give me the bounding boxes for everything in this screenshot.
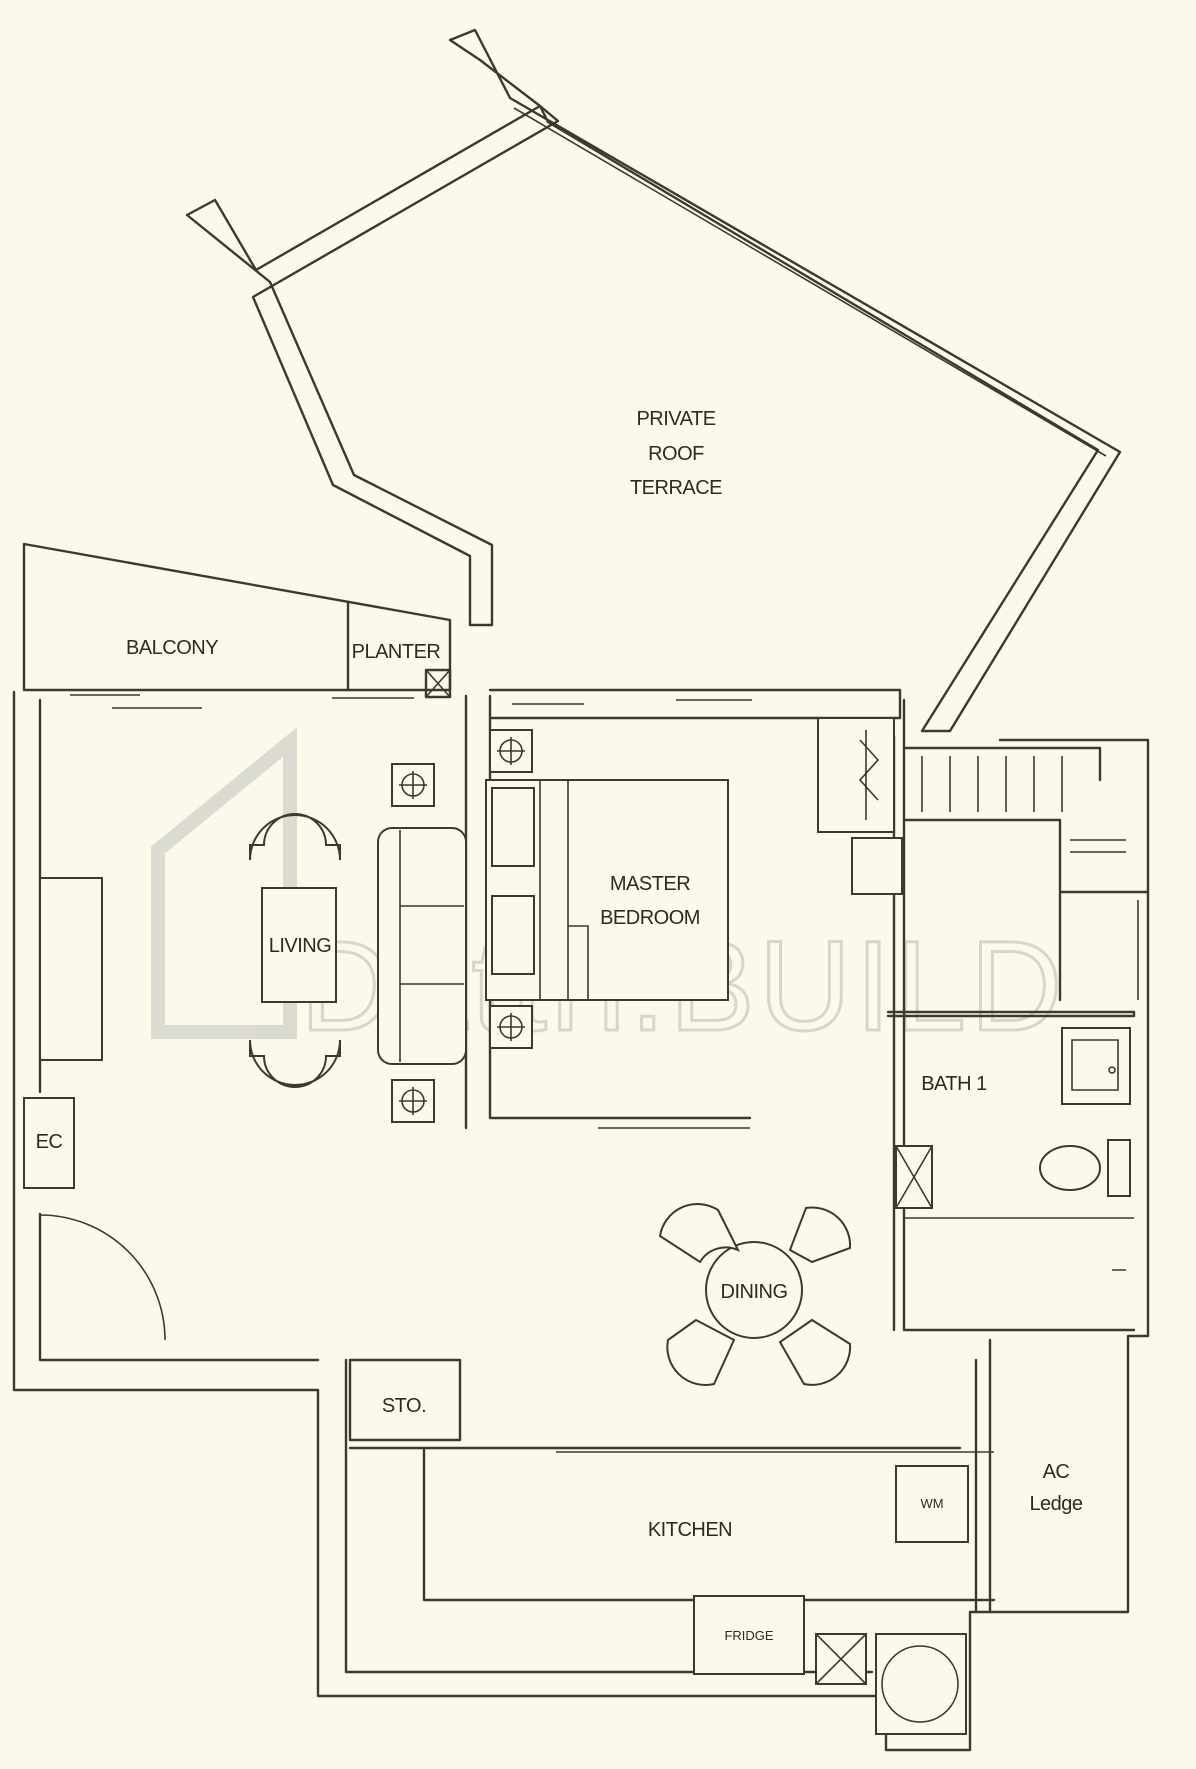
balcony-area <box>22 542 452 699</box>
dining-chair-1 <box>658 1203 741 1264</box>
bedroom-furniture <box>485 717 903 1049</box>
label-master-1: MASTER <box>610 873 690 895</box>
label-roof-terrace-2: ROOF <box>648 443 704 465</box>
label-kitchen: KITCHEN <box>648 1519 732 1541</box>
label-fridge: FRIDGE <box>724 1628 773 1643</box>
wardrobe-desk <box>817 717 895 833</box>
wm-appliance <box>895 1465 969 1543</box>
label-store: STO. <box>382 1395 426 1417</box>
coffee-table <box>261 887 337 1003</box>
label-balcony: BALCONY <box>126 637 218 659</box>
label-ac-ledge-1: AC <box>1043 1461 1070 1483</box>
label-wm: WM <box>920 1496 943 1511</box>
dining-table <box>705 1241 803 1339</box>
dining-chair-3 <box>666 1318 736 1386</box>
dining-chair-4 <box>778 1318 852 1386</box>
fridge-appliance <box>693 1595 805 1675</box>
living-furniture <box>39 763 467 1123</box>
tv-console <box>39 877 103 1061</box>
pillow-1 <box>491 787 535 867</box>
label-planter: PLANTER <box>352 641 441 663</box>
room-labels: PRIVATE ROOF TERRACE BALCONY PLANTER LIV… <box>36 408 1084 1643</box>
sofa <box>377 827 467 1065</box>
toilet-cistern <box>1107 1139 1131 1197</box>
label-ac-ledge-2: Ledge <box>1029 1493 1082 1515</box>
label-roof-terrace-3: TERRACE <box>630 477 722 499</box>
entry-door <box>23 1097 166 1341</box>
kitchen-fixtures <box>693 1465 969 1735</box>
armchair-bottom <box>249 1039 341 1088</box>
bath1-fixtures <box>895 1027 1134 1271</box>
side-unit <box>851 837 903 895</box>
ec-cabinet <box>23 1097 75 1189</box>
kitchen-cabinet <box>875 1633 967 1735</box>
armchair-top <box>249 813 341 861</box>
label-ec: EC <box>36 1131 63 1153</box>
dining-chair-2 <box>788 1206 852 1264</box>
walk-in-wardrobe <box>902 746 1150 1002</box>
roof-terrace-walls <box>185 28 1122 733</box>
toilet <box>1039 1145 1101 1191</box>
label-roof-terrace-1: PRIVATE <box>636 408 715 430</box>
label-master-2: BEDROOM <box>600 907 700 929</box>
pillow-2 <box>491 895 535 975</box>
label-bath1: BATH 1 <box>921 1073 987 1095</box>
dining-set <box>658 1203 852 1386</box>
label-dining: DINING <box>721 1281 788 1303</box>
windows <box>70 694 994 1453</box>
label-living: LIVING <box>269 935 332 957</box>
